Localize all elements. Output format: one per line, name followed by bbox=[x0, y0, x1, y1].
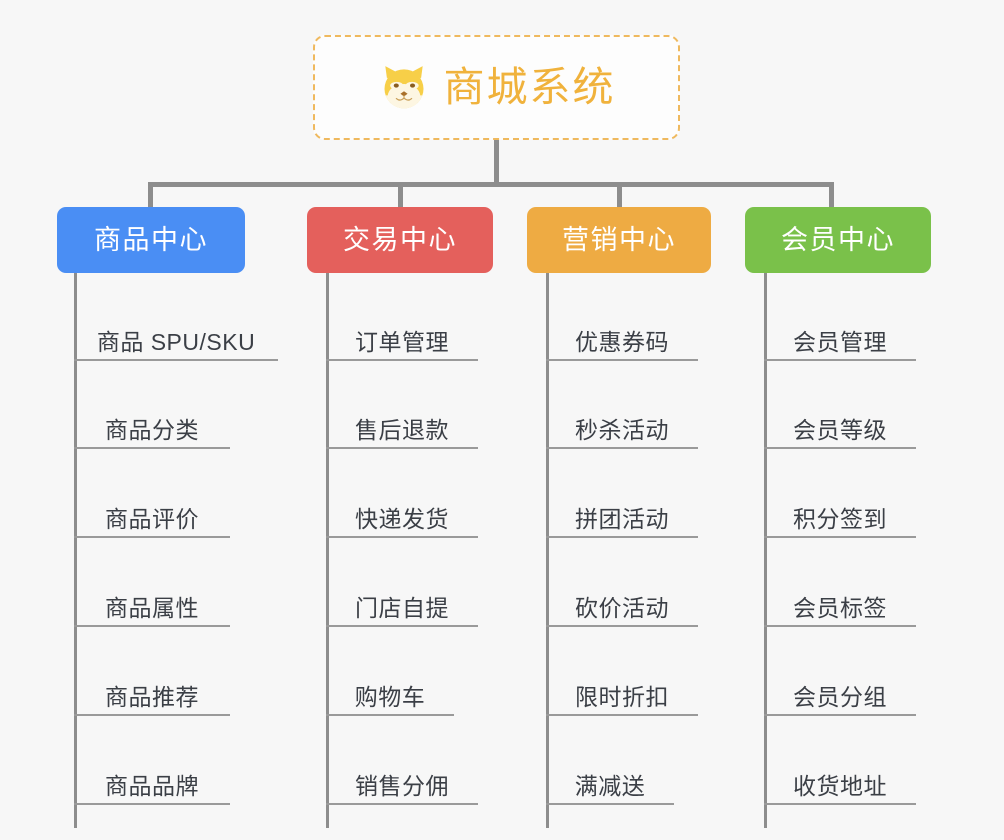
leaf-label: 砍价活动 bbox=[575, 594, 669, 621]
leaf-item[interactable]: 订单管理 bbox=[326, 273, 478, 361]
horizontal-bus-connector bbox=[148, 182, 834, 187]
leaf-item[interactable]: 购物车 bbox=[326, 628, 454, 716]
category-label-marketing-center: 营销中心 bbox=[562, 224, 676, 255]
leaf-label: 订单管理 bbox=[355, 328, 449, 355]
leaf-item[interactable]: 收货地址 bbox=[764, 717, 916, 805]
drop-connector-trade-center bbox=[398, 182, 403, 210]
leaf-label: 满减送 bbox=[574, 772, 646, 799]
category-label-product-center: 商品中心 bbox=[94, 224, 208, 255]
category-label-trade-center: 交易中心 bbox=[343, 224, 457, 255]
leaf-label: 会员标签 bbox=[793, 594, 887, 621]
leaf-label: 售后退款 bbox=[355, 416, 449, 443]
leaf-item[interactable]: 砍价活动 bbox=[546, 539, 698, 627]
leaf-label: 商品品牌 bbox=[105, 772, 199, 799]
leaf-label: 积分签到 bbox=[793, 505, 887, 532]
leaf-item[interactable]: 商品 SPU/SKU bbox=[74, 273, 278, 361]
leaf-label: 限时折扣 bbox=[575, 683, 669, 710]
leaf-label: 会员管理 bbox=[793, 328, 887, 355]
branch-trunk-marketing-center bbox=[546, 273, 549, 828]
leaf-item[interactable]: 会员标签 bbox=[764, 539, 916, 627]
leaf-label: 门店自提 bbox=[355, 594, 449, 621]
leaf-item[interactable]: 满减送 bbox=[546, 717, 674, 805]
category-card-trade-center[interactable]: 交易中心 bbox=[307, 207, 493, 273]
drop-connector-product-center bbox=[148, 182, 153, 210]
leaf-item[interactable]: 商品评价 bbox=[74, 450, 230, 538]
root-title: 商城系统 bbox=[443, 64, 616, 110]
leaf-label: 商品分类 bbox=[105, 416, 199, 443]
shiba-dog-icon bbox=[384, 65, 423, 108]
leaf-item[interactable]: 会员分组 bbox=[764, 628, 916, 716]
leaf-label: 收货地址 bbox=[793, 772, 887, 799]
leaf-item[interactable]: 限时折扣 bbox=[546, 628, 698, 716]
leaf-item[interactable]: 商品品牌 bbox=[74, 717, 230, 805]
leaf-item[interactable]: 会员管理 bbox=[764, 273, 916, 361]
leaf-item[interactable]: 门店自提 bbox=[326, 539, 478, 627]
drop-connector-member-center bbox=[829, 182, 834, 210]
leaf-label: 销售分佣 bbox=[355, 772, 449, 799]
category-label-member-center: 会员中心 bbox=[781, 224, 895, 255]
leaf-label: 购物车 bbox=[354, 683, 426, 710]
leaf-label: 商品推荐 bbox=[105, 683, 199, 710]
category-card-marketing-center[interactable]: 营销中心 bbox=[527, 207, 711, 273]
leaf-label: 商品评价 bbox=[105, 505, 199, 532]
leaf-item[interactable]: 售后退款 bbox=[326, 361, 478, 449]
category-card-product-center[interactable]: 商品中心 bbox=[57, 207, 245, 273]
leaf-label: 优惠券码 bbox=[575, 328, 669, 355]
branch-trunk-product-center bbox=[74, 273, 77, 828]
leaf-item[interactable]: 销售分佣 bbox=[326, 717, 478, 805]
leaf-label: 商品 SPU/SKU bbox=[96, 328, 256, 355]
leaf-item[interactable]: 商品推荐 bbox=[74, 628, 230, 716]
leaf-item[interactable]: 秒杀活动 bbox=[546, 361, 698, 449]
drop-connector-marketing-center bbox=[617, 182, 622, 210]
leaf-item[interactable]: 商品属性 bbox=[74, 539, 230, 627]
leaf-item[interactable]: 优惠券码 bbox=[546, 273, 698, 361]
root-node[interactable]: 商城系统 bbox=[313, 35, 680, 140]
leaf-item[interactable]: 拼团活动 bbox=[546, 450, 698, 538]
leaf-item[interactable]: 快递发货 bbox=[326, 450, 478, 538]
leaf-label: 快递发货 bbox=[355, 505, 449, 532]
leaf-item[interactable]: 会员等级 bbox=[764, 361, 916, 449]
leaf-item[interactable]: 商品分类 bbox=[74, 361, 230, 449]
branch-trunk-trade-center bbox=[326, 273, 329, 828]
leaf-label: 会员分组 bbox=[793, 683, 887, 710]
leaf-label: 商品属性 bbox=[105, 594, 199, 621]
leaf-label: 会员等级 bbox=[793, 416, 887, 443]
category-card-member-center[interactable]: 会员中心 bbox=[745, 207, 931, 273]
leaf-label: 拼团活动 bbox=[575, 505, 669, 532]
leaf-label: 秒杀活动 bbox=[575, 416, 669, 443]
root-stem-connector bbox=[494, 140, 499, 185]
leaf-item[interactable]: 积分签到 bbox=[764, 450, 916, 538]
branch-trunk-member-center bbox=[764, 273, 767, 828]
